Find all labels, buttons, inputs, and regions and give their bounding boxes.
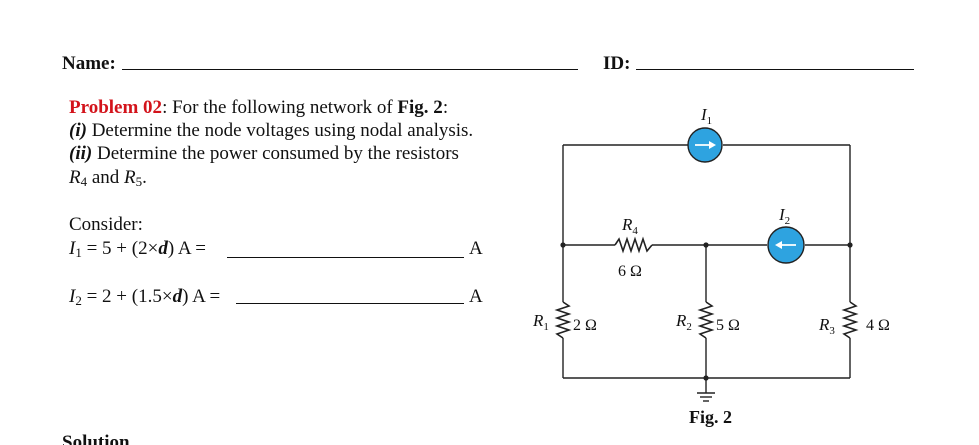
i2-unit: A	[469, 286, 483, 307]
i1-answer-line[interactable]	[227, 257, 464, 258]
r2-value: 5 Ω	[716, 317, 740, 334]
consider-label: Consider:	[69, 214, 143, 235]
i2-answer-line[interactable]	[236, 303, 464, 304]
part-i-text: Determine the node voltages using nodal …	[86, 120, 474, 141]
equation-i1: I1 = 5 + (2×d) A =	[69, 237, 206, 264]
i1-subscript: 1	[75, 245, 82, 260]
i2-d-variable: d	[172, 286, 183, 307]
r3-value: 4 Ω	[866, 317, 890, 334]
part-i-label: (i)	[69, 120, 87, 141]
problem-line-2: (i) Determine the node voltages using no…	[69, 119, 473, 142]
problem-colon: :	[442, 97, 449, 118]
r4-value: 6 Ω	[618, 263, 642, 280]
r1-value: 2 Ω	[573, 317, 597, 334]
r4-symbol: R	[69, 167, 81, 188]
resistor-r1	[554, 301, 572, 339]
solution-heading-partial: Solution	[62, 432, 130, 445]
problem-title: Problem 02	[69, 97, 163, 118]
r5-symbol: R	[124, 167, 136, 188]
r4-subscript: 4	[80, 174, 88, 189]
resistor-r2	[697, 301, 715, 339]
node-left	[560, 242, 566, 248]
i1-expression-post: ) A =	[167, 238, 206, 259]
current-source-i2	[767, 226, 805, 264]
id-blank-line	[636, 69, 914, 70]
fig-reference: Fig. 2	[397, 97, 443, 118]
resistor-r4	[614, 236, 653, 254]
name-blank-line	[122, 69, 578, 70]
r5-subscript: 5	[135, 174, 143, 189]
node-right	[847, 242, 853, 248]
i2-source-label: I2	[778, 205, 790, 227]
equation-i2: I2 = 2 + (1.5×d) A =	[69, 285, 220, 312]
problem-line-4: R4 and R5.	[69, 166, 147, 193]
current-source-i1	[687, 127, 723, 163]
i2-subscript: 2	[75, 293, 82, 308]
problem-intro: : For the following network of	[162, 97, 398, 118]
i1-expression-pre: = 5 + (2×	[81, 238, 159, 259]
id-label: ID:	[603, 53, 631, 74]
figure-caption: Fig. 2	[689, 407, 732, 427]
r3-label: R3	[818, 315, 835, 337]
problem-line-1: Problem 02: For the following network of…	[69, 96, 448, 119]
r4-label: R4	[621, 215, 638, 237]
node-bottom	[703, 375, 709, 381]
i1-symbol: I	[69, 238, 76, 259]
part-ii-text: Determine the power consumed by the resi…	[92, 143, 459, 164]
i2-expression-post: ) A =	[182, 286, 221, 307]
i1-source-label: I1	[700, 105, 712, 127]
node-middle	[703, 242, 709, 248]
name-label: Name:	[62, 53, 116, 74]
i1-d-variable: d	[158, 238, 168, 259]
i2-expression-pre: = 2 + (1.5×	[81, 286, 173, 307]
and-text: and	[87, 167, 125, 188]
period: .	[142, 167, 147, 188]
i2-symbol: I	[69, 286, 76, 307]
resistor-r3	[841, 301, 859, 339]
r1-label: R1	[532, 311, 549, 333]
r2-label: R2	[675, 311, 692, 333]
i1-unit: A	[469, 238, 483, 259]
part-ii-label: (ii)	[69, 143, 93, 164]
problem-line-3: (ii) Determine the power consumed by the…	[69, 142, 459, 165]
ground-icon	[697, 392, 715, 402]
